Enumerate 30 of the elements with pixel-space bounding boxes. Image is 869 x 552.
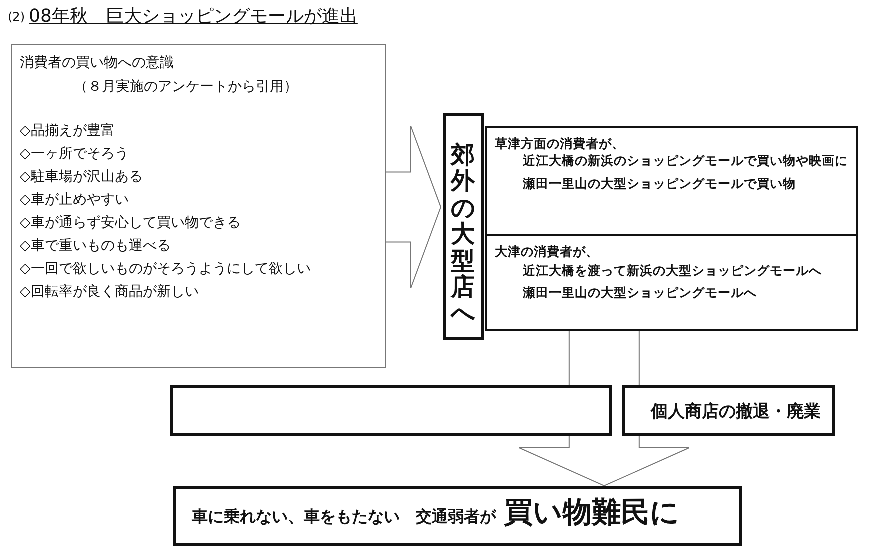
heading: 消費者の買い物への意識 — [20, 55, 174, 72]
text: 近江大橋の新浜のショッピングモールで買い物や映画に — [523, 153, 848, 168]
empty-box — [170, 385, 612, 436]
text: 瀬田一里山の大型ショッピングモールへ — [523, 285, 757, 300]
result-box — [173, 486, 742, 546]
text-box — [485, 234, 858, 331]
list-item: ◇一回で欲しいものがそろうようにして欲しい — [20, 261, 311, 278]
title: 08年秋 巨大ショッピングモールが進出 — [29, 5, 358, 28]
list-item: ◇一ヶ所でそろう — [20, 146, 129, 163]
list-item: ◇車が通らず安心して買い物できる — [20, 215, 241, 232]
list-item: ◇回転率が良く商品が新しい — [20, 284, 199, 301]
text-box — [11, 44, 386, 368]
text: 近江大橋を渡って新浜の大型ショッピングモールへ — [523, 263, 822, 278]
text-box — [622, 385, 835, 436]
emphasis-text: 買い物難民に — [504, 495, 680, 530]
text-box — [485, 126, 858, 236]
text: 個人商店の撤退・廃業 — [651, 402, 821, 422]
list-item: ◇品揃えが豊富 — [20, 123, 115, 140]
section-number: (2) — [8, 10, 25, 24]
block-arrow — [386, 126, 442, 289]
text: 瀬田一里山の大型ショッピングモールで買い物 — [523, 176, 796, 191]
list-item: ◇車で重いものも運べる — [20, 238, 171, 255]
vertical-label-box — [443, 113, 484, 340]
text: 大津の消費者が、 — [495, 244, 599, 259]
list-item: ◇駐車場が沢山ある — [20, 169, 143, 186]
vertical-text: 郊外の大型店へ — [451, 142, 475, 327]
note: （８月実施のアンケートから引用） — [74, 79, 298, 96]
text: 草津方面の消費者が、 — [495, 136, 625, 151]
list-item: ◇車が止めやすい — [20, 192, 129, 209]
text: 車に乗れない、車をもたない 交通弱者が — [192, 507, 496, 526]
